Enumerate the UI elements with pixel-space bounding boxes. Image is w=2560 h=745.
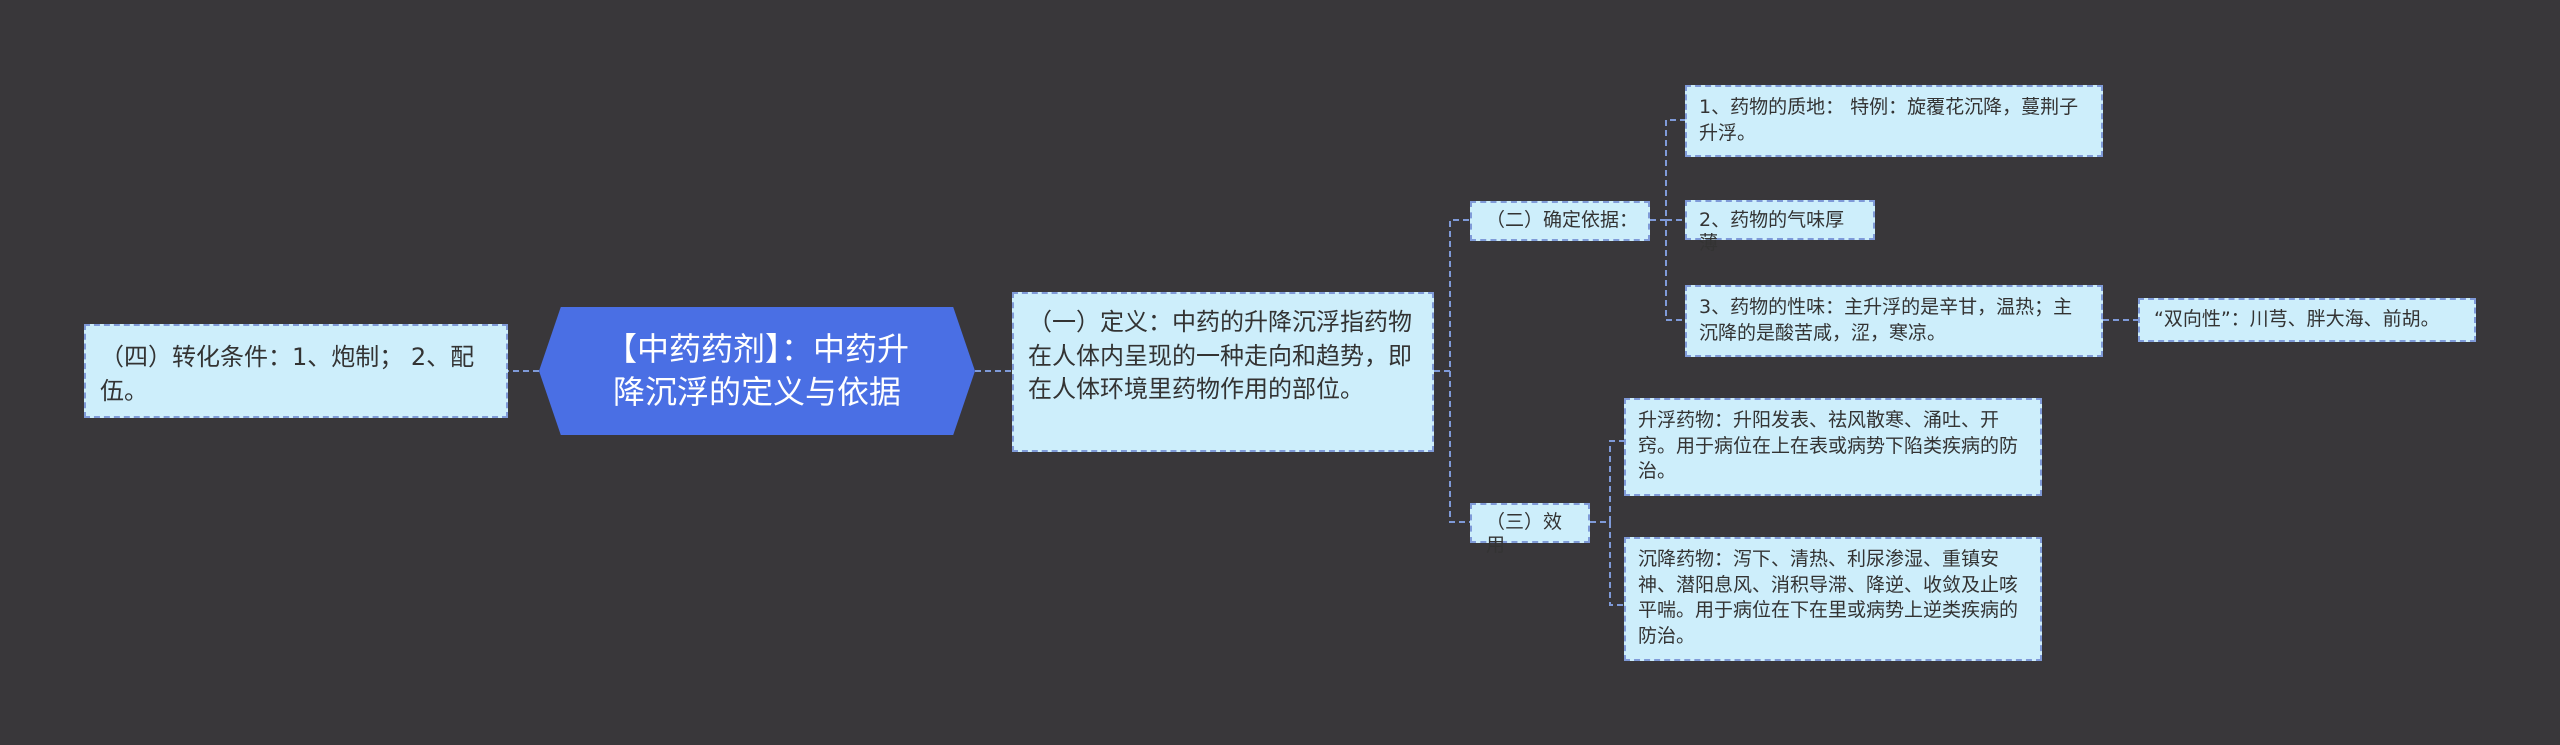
node-bidirectional-label: “双向性”：川芎、胖大海、前胡。 [2154, 308, 2440, 330]
node-effects-item-descending-label: 沉降药物：泻下、清热、利尿渗湿、重镇安神、潜阳息风、消积导滞、降逆、收敛及止咳平… [1638, 548, 2019, 647]
connector-effects-trunk [1590, 440, 1624, 606]
node-effects[interactable]: （三）效用 [1470, 503, 1590, 556]
node-effects-label: （三）效用 [1486, 511, 1563, 556]
root-node[interactable]: 【中药药剂】：中药升降沉浮的定义与依据 [539, 307, 975, 435]
node-basis-item-texture-label: 1、药物的质地： 特例：旋覆花沉降，蔓荆子升浮。 [1699, 96, 2079, 144]
node-effects-item-ascending[interactable]: 升浮药物：升阳发表、祛风散寒、涌吐、开窍。用于病位在上在表或病势下陷类疾病的防治… [1624, 398, 2042, 496]
node-bidirectional[interactable]: “双向性”：川芎、胖大海、前胡。 [2138, 298, 2476, 342]
node-definition-label: （一）定义：中药的升降沉浮指药物在人体内呈现的一种走向和趋势，即在人体环境里药物… [1028, 308, 1412, 404]
node-conversion-conditions[interactable]: （四）转化条件：1、炮制； 2、配伍。 [84, 324, 508, 418]
node-definition[interactable]: （一）定义：中药的升降沉浮指药物在人体内呈现的一种走向和趋势，即在人体环境里药物… [1012, 292, 1434, 452]
node-basis-item-nature-flavor-label: 3、药物的性味：主升浮的是辛甘，温热；主沉降的是酸苦咸，涩，寒凉。 [1699, 296, 2073, 344]
root-node-label: 【中药药剂】：中药升降沉浮的定义与依据 [604, 330, 909, 411]
node-conversion-conditions-label: （四）转化条件：1、炮制； 2、配伍。 [100, 343, 475, 405]
node-basis-item-nature-flavor[interactable]: 3、药物的性味：主升浮的是辛甘，温热；主沉降的是酸苦咸，涩，寒凉。 [1685, 285, 2103, 357]
connector-definition-trunk [1434, 219, 1470, 523]
node-basis-item-flavor-thickness-label: 2、药物的气味厚薄 [1699, 209, 1845, 254]
node-basis[interactable]: （二）确定依据： [1470, 201, 1650, 241]
node-effects-item-descending[interactable]: 沉降药物：泻下、清热、利尿渗湿、重镇安神、潜阳息风、消积导滞、降逆、收敛及止咳平… [1624, 537, 2042, 661]
connector-basis-trunk [1650, 119, 1685, 321]
node-basis-label: （二）确定依据： [1486, 209, 1639, 231]
node-effects-item-ascending-label: 升浮药物：升阳发表、祛风散寒、涌吐、开窍。用于病位在上在表或病势下陷类疾病的防治… [1638, 409, 2019, 483]
node-basis-item-texture[interactable]: 1、药物的质地： 特例：旋覆花沉降，蔓荆子升浮。 [1685, 85, 2103, 157]
node-basis-item-flavor-thickness[interactable]: 2、药物的气味厚薄 [1685, 200, 1875, 254]
